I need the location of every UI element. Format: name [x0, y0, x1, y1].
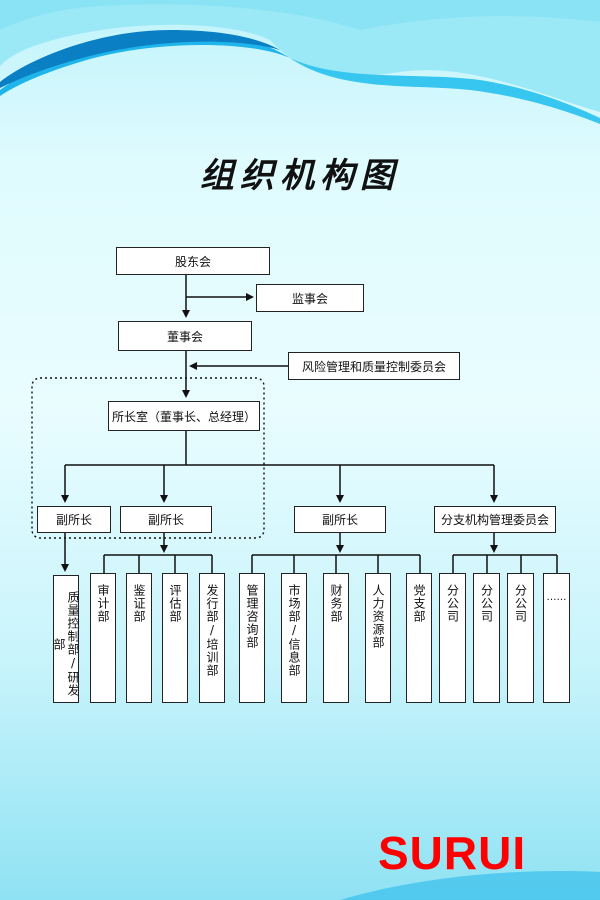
more-branches-node: …… [543, 573, 570, 703]
department-node: 发行部/培训部 [199, 573, 225, 703]
shareholders-node: 股东会 [116, 247, 270, 275]
supervisors-node: 监事会 [256, 284, 364, 312]
risk-committee-node: 风险管理和质量控制委员会 [288, 352, 460, 380]
department-node: 财务部 [323, 573, 349, 703]
branch-office-node: 分公司 [439, 573, 466, 703]
department-node: 市场部/信息部 [281, 573, 307, 703]
department-node: 党支部 [406, 573, 432, 703]
deputy-director-node: 副所长 [294, 506, 386, 533]
brand-logo: SURUI [378, 827, 527, 879]
department-node: 评估部 [162, 573, 188, 703]
department-node: 管理咨询部 [239, 573, 265, 703]
branch-committee-node: 分支机构管理委员会 [434, 506, 556, 533]
chart-title: 组织机构图 [200, 156, 400, 196]
board-node: 董事会 [118, 321, 252, 351]
director-office-node: 所长室（董事长、总经理） [108, 401, 260, 431]
department-node: 审计部 [90, 573, 116, 703]
department-node: 鉴证部 [126, 573, 152, 703]
branch-office-node: 分公司 [507, 573, 534, 703]
branch-office-node: 分公司 [473, 573, 500, 703]
department-node: 质量控制部/研发部 [52, 575, 80, 703]
department-node: 人力资源部 [365, 573, 391, 703]
deputy-director-node: 副所长 [37, 506, 111, 533]
deputy-director-node: 副所长 [120, 506, 212, 533]
